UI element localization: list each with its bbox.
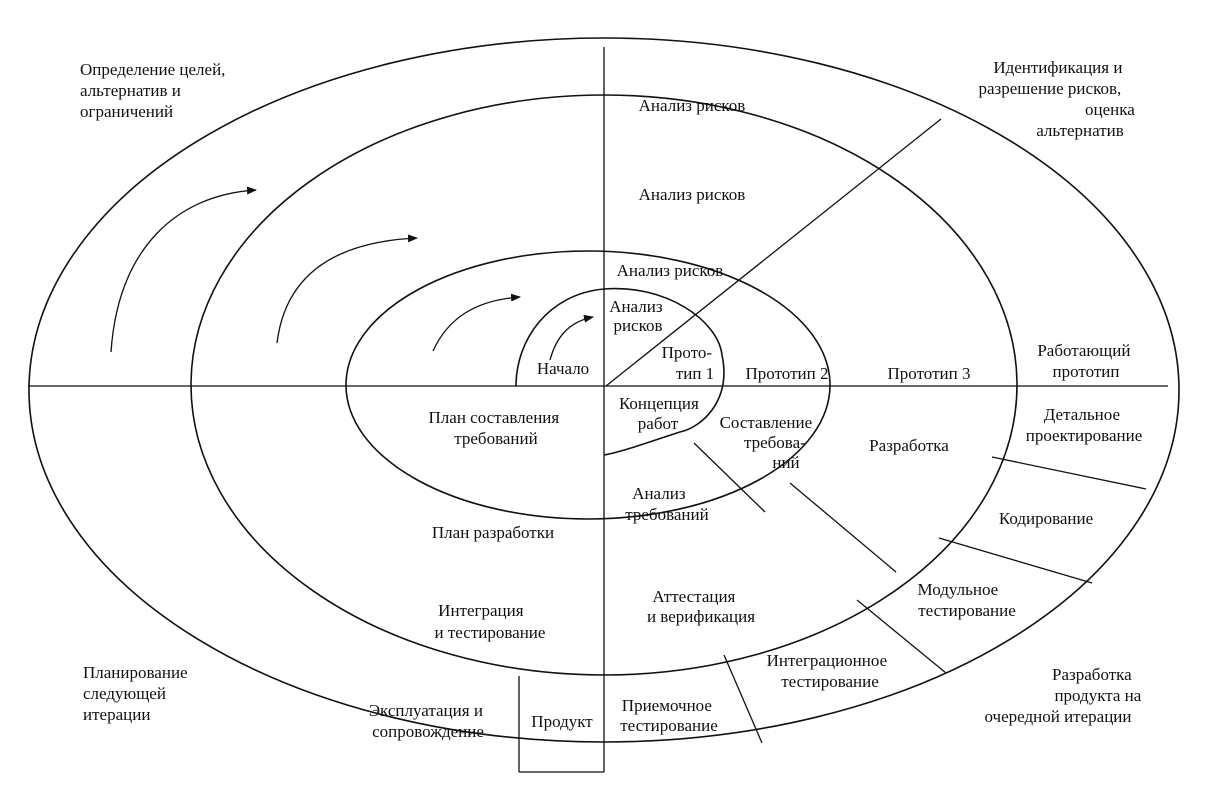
- prototype-1: Прото- тип 1: [662, 343, 717, 383]
- risk-analysis-third: Анализ рисков: [639, 185, 746, 204]
- third-loop: [190, 94, 1018, 676]
- divider-req-analysis: [693, 442, 766, 513]
- detailed-design: Детальное проектирование: [1026, 405, 1143, 445]
- requirements-analysis: Анализ требований: [625, 484, 708, 524]
- development-plan: План разработки: [432, 523, 554, 542]
- requirements-composition: Составление требова- ний: [720, 413, 817, 472]
- prototype-2: Прототип 2: [746, 364, 829, 383]
- quadrant-development: Разработка продукта на очередной итераци…: [985, 665, 1146, 726]
- operation-support: Эксплуатация и сопровождение: [369, 701, 487, 741]
- risk-analysis-second: Анализ рисков: [617, 261, 724, 280]
- risk-analysis-inner: Анализ рисков: [609, 297, 667, 335]
- risk-analysis-outer: Анализ рисков: [639, 96, 746, 115]
- second-loop: [345, 250, 831, 520]
- arrow-outer-icon: [110, 186, 257, 353]
- design-label: Разработка: [869, 436, 949, 455]
- product-label: Продукт: [531, 712, 593, 731]
- unit-testing: Модульное тестирование: [918, 580, 1016, 620]
- requirements-plan: План составления требований: [429, 408, 564, 448]
- divider-coding: [938, 537, 1093, 584]
- work-concept: Концепция работ: [619, 394, 703, 433]
- divider-unit-testing: [856, 599, 947, 674]
- divider-integration: [723, 654, 763, 744]
- integration-test: Интеграционное тестирование: [767, 651, 892, 691]
- attestation-verification: Аттестация и верификация: [647, 587, 755, 626]
- quadrant-planning: Планирование следующей итерации: [83, 663, 192, 724]
- integration-and-testing: Интеграция и тестирование: [435, 601, 546, 642]
- quadrant-goals: Определение целей, альтернатив и огранич…: [80, 60, 230, 121]
- acceptance-test: Приемочное тестирование: [620, 696, 718, 735]
- coding-label: Кодирование: [999, 509, 1093, 528]
- quadrant-risks: Идентификация и разрешение рисков, оценк…: [979, 58, 1140, 140]
- prototype-3: Прототип 3: [888, 364, 971, 383]
- start-label: Начало: [537, 359, 589, 378]
- diagonal-line: [605, 118, 942, 387]
- inner-loop: [515, 287, 725, 456]
- arrow-inner-icon: [549, 314, 594, 361]
- working-prototype: Работающий прототип: [1037, 341, 1134, 381]
- outer-loop: [28, 37, 1180, 743]
- divider-detailed: [991, 456, 1147, 490]
- arrow-second-icon: [432, 293, 521, 352]
- arrow-third-icon: [276, 234, 418, 344]
- divider-design-unit: [789, 482, 897, 573]
